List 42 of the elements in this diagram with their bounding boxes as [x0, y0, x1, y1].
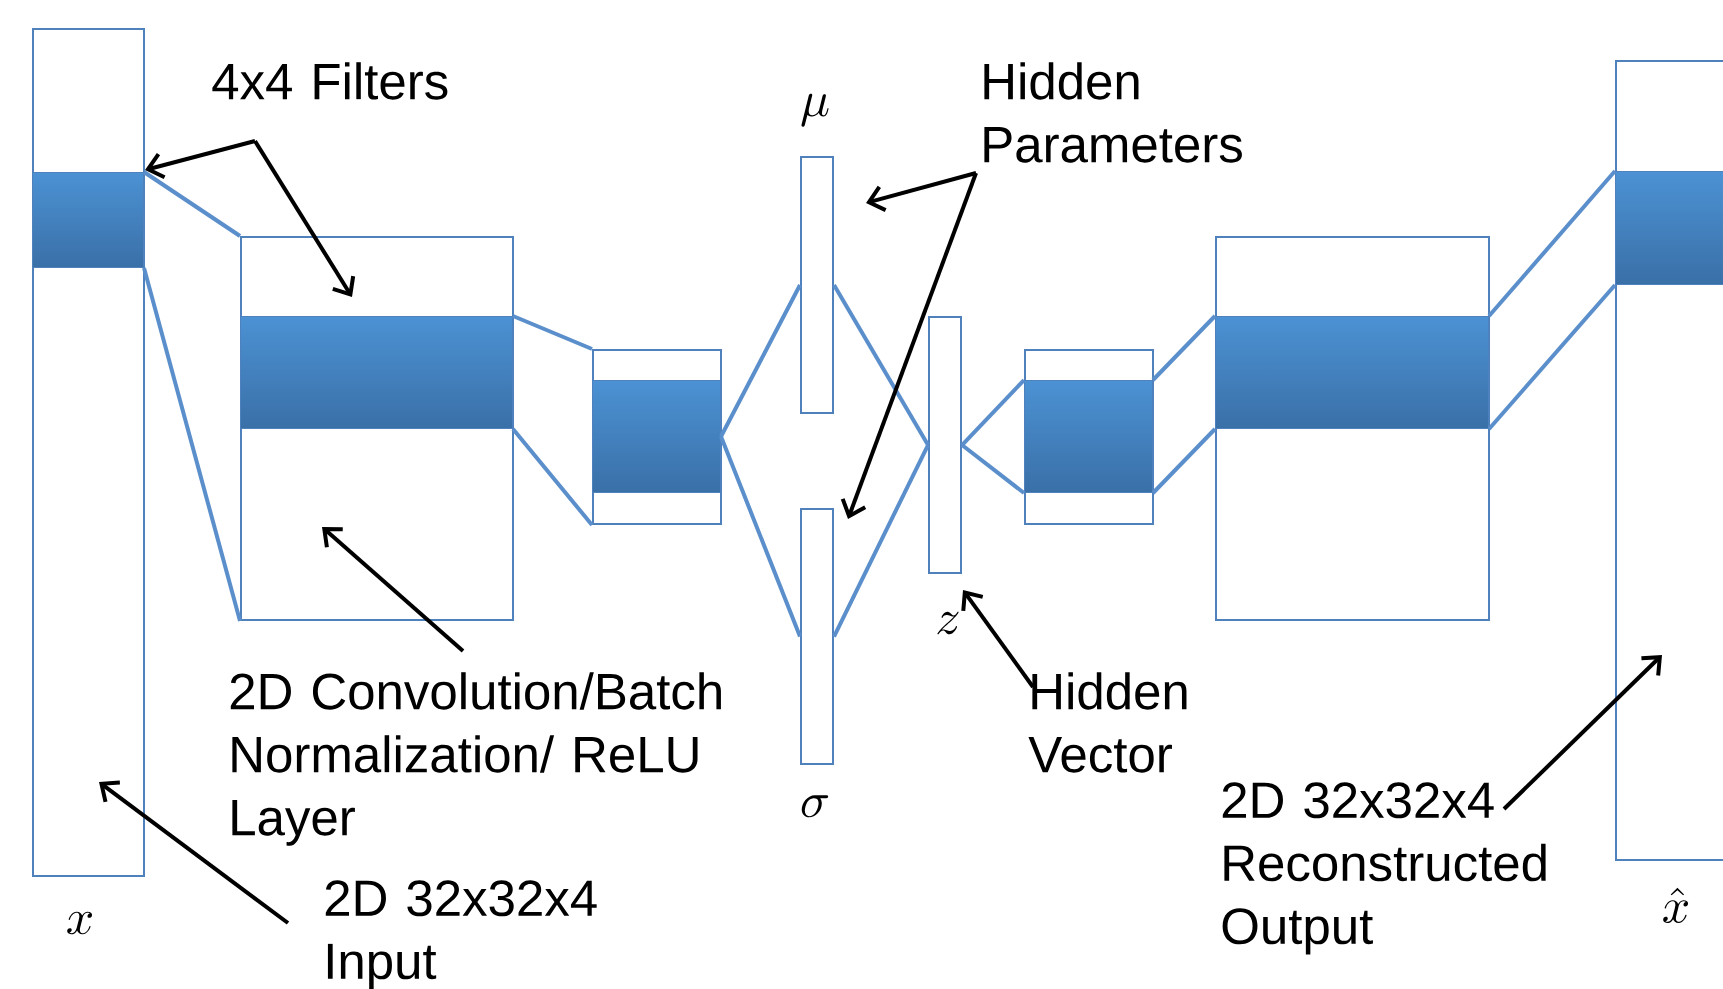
connector-line	[960, 443, 1026, 495]
callout-text: 2D 32x32x4 Input	[325, 880, 597, 989]
callout-text: Hidden Vector	[1028, 672, 1187, 773]
arrow	[99, 780, 290, 925]
connector-line	[1487, 283, 1617, 431]
connector-line	[511, 427, 594, 527]
vector-bar	[800, 508, 834, 765]
arrow	[322, 527, 465, 653]
vector-bar	[928, 316, 962, 574]
connector-line	[832, 284, 930, 447]
feature-band	[592, 380, 721, 493]
arrow	[840, 172, 978, 519]
connector-line	[142, 170, 242, 238]
math-label: $\hat{x}$	[1663, 887, 1689, 923]
vector-bar	[800, 156, 834, 414]
math-label: $\mu$	[801, 93, 829, 127]
connector-line	[719, 284, 802, 438]
connector-line	[1151, 427, 1217, 495]
feature-band	[1215, 316, 1489, 429]
feature-band	[1615, 171, 1723, 285]
connector-line	[142, 267, 242, 622]
callout-text: 2D 32x32x4 Reconstructed Output	[1222, 782, 1546, 955]
callout-text: 4x4 Filters	[212, 62, 448, 100]
connector-line	[960, 378, 1026, 447]
math-label: $\sigma$	[801, 795, 829, 818]
math-label: $z$	[937, 611, 959, 635]
math-label: $x$	[67, 911, 93, 935]
feature-band	[1024, 380, 1153, 493]
connector-line	[832, 444, 930, 638]
arrow	[1502, 655, 1663, 811]
arrow	[145, 139, 256, 180]
feature-band	[240, 316, 513, 429]
connector-line	[1151, 314, 1217, 382]
arrow	[866, 171, 977, 212]
connector-line	[719, 435, 802, 638]
callout-text: Hidden Parameters	[984, 62, 1242, 163]
arrow	[961, 590, 1035, 689]
arrow	[253, 139, 356, 297]
connector-line	[1487, 169, 1617, 318]
callout-text: 2D Convolution/Batch Normalization/ ReLU Layer	[230, 672, 721, 846]
feature-band	[32, 172, 144, 268]
connector-line	[512, 314, 593, 351]
